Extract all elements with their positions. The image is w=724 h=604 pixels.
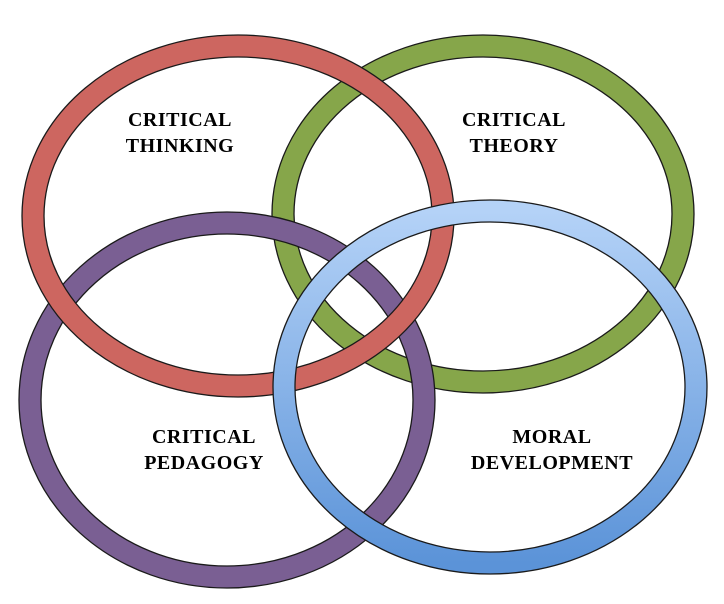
label-critical-theory: CRITICAL THEORY xyxy=(462,109,566,157)
label-moral-development: MORAL DEVELOPMENT xyxy=(471,426,633,474)
label-critical-thinking-line1: CRITICAL xyxy=(128,109,232,131)
label-critical-theory-line2: THEORY xyxy=(470,135,559,157)
label-critical-pedagogy: CRITICAL PEDAGOGY xyxy=(144,426,264,474)
label-moral-development-line2: DEVELOPMENT xyxy=(471,452,633,474)
ring-critical-theory xyxy=(271,34,695,394)
label-critical-thinking-line2: THINKING xyxy=(126,135,234,157)
label-critical-pedagogy-line2: PEDAGOGY xyxy=(144,452,264,474)
ring-moral-development xyxy=(272,199,708,575)
label-moral-development-line1: MORAL xyxy=(512,426,591,448)
label-critical-pedagogy-line1: CRITICAL xyxy=(152,426,256,448)
ring-critical-pedagogy xyxy=(18,211,436,589)
label-critical-theory-line1: CRITICAL xyxy=(462,109,566,131)
label-critical-thinking: CRITICAL THINKING xyxy=(126,109,234,157)
